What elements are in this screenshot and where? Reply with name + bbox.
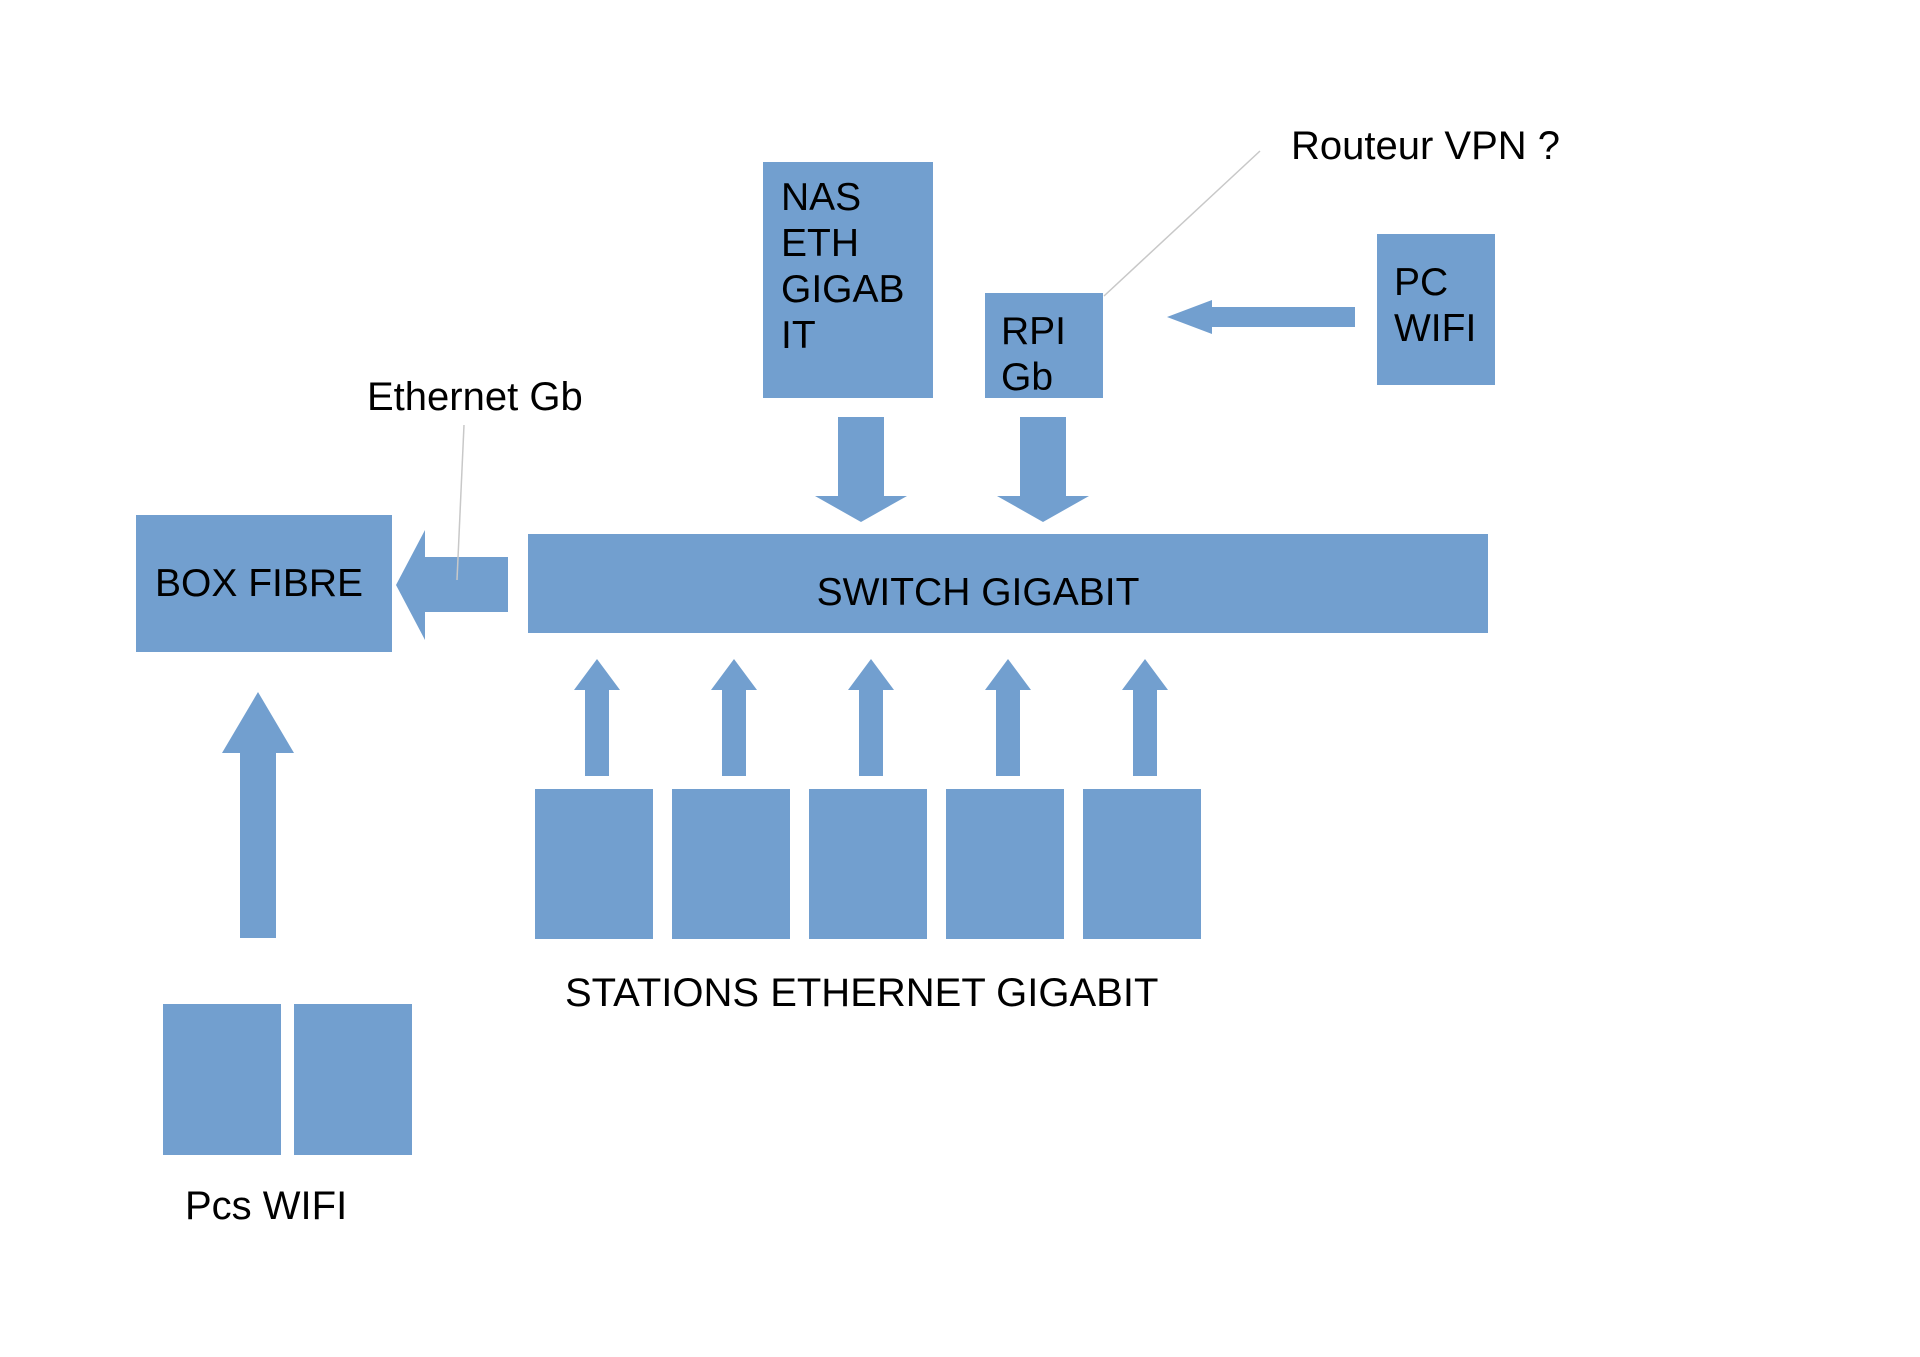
pc-wifi-label: PC WIFI xyxy=(1394,261,1477,350)
ethernet-gb-label: Ethernet Gb xyxy=(367,375,583,419)
station-4-arrow xyxy=(985,659,1031,776)
stations-label: STATIONS ETHERNET GIGABIT xyxy=(565,971,1159,1015)
switch-to-box-arrow xyxy=(396,530,508,640)
station-box xyxy=(672,789,790,939)
station-5-arrow xyxy=(1122,659,1168,776)
station-box xyxy=(809,789,927,939)
ethernet-gb-callout-line xyxy=(456,424,465,581)
pc-wifi-box xyxy=(294,1004,412,1155)
rpi-label: RPI Gb xyxy=(1001,310,1067,399)
rpi-to-switch-arrow xyxy=(997,417,1089,522)
rpi-node: RPI Gb xyxy=(985,293,1103,399)
routeur-vpn-label: Routeur VPN ? xyxy=(1291,124,1561,168)
pcwifi-to-rpi-arrow xyxy=(1167,300,1355,334)
routeur-vpn-callout-line xyxy=(1103,150,1261,297)
pc-wifi-node: PC WIFI xyxy=(1377,234,1495,385)
switch-gigabit-label: SWITCH GIGABIT xyxy=(816,570,1140,614)
nas-label: NAS ETH GIGAB IT xyxy=(781,176,905,357)
pcswifi-to-box-arrow xyxy=(222,692,294,938)
pc-wifi-box xyxy=(163,1004,281,1155)
station-1-arrow xyxy=(574,659,620,776)
switch-gigabit-node: SWITCH GIGABIT xyxy=(528,534,1488,633)
station-box xyxy=(946,789,1064,939)
box-fibre-node: BOX FIBRE xyxy=(136,515,392,652)
station-3-arrow xyxy=(848,659,894,776)
box-fibre-label: BOX FIBRE xyxy=(155,561,364,605)
station-box xyxy=(535,789,653,939)
station-2-arrow xyxy=(711,659,757,776)
nas-node: NAS ETH GIGAB IT xyxy=(763,162,933,398)
pcs-wifi-label: Pcs WIFI xyxy=(185,1184,348,1228)
station-box xyxy=(1083,789,1201,939)
nas-to-switch-arrow xyxy=(815,417,907,522)
